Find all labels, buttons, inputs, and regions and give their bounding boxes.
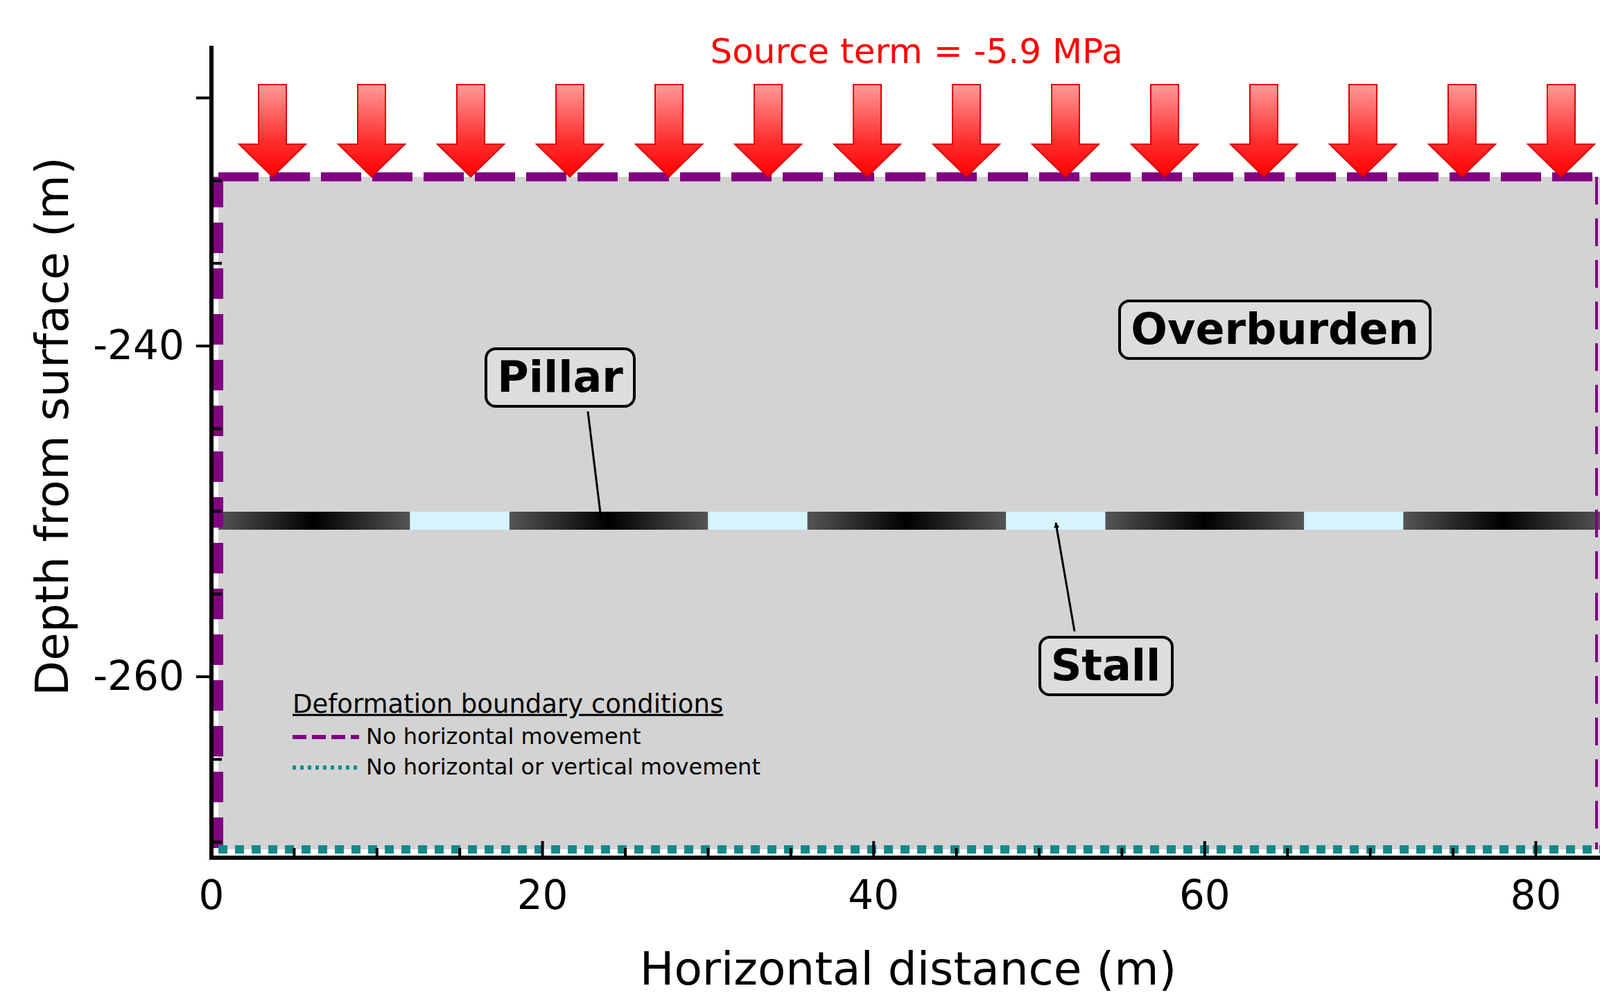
top-boundary xyxy=(218,172,1600,182)
leader-line xyxy=(1055,522,1075,632)
tick-label: -260 xyxy=(92,654,185,699)
pillar-segment xyxy=(807,511,1007,530)
load-arrow xyxy=(933,84,1000,177)
tick-label: 60 xyxy=(1179,873,1231,918)
pillar-segment xyxy=(218,511,411,530)
legend-swatch xyxy=(292,734,360,739)
left-boundary xyxy=(213,176,224,850)
callout-text: Pillar xyxy=(497,353,624,401)
y-axis xyxy=(209,45,214,859)
major-tick xyxy=(1203,840,1207,858)
major-tick xyxy=(872,840,875,858)
load-arrow xyxy=(734,84,802,177)
major-tick xyxy=(196,675,212,678)
load-arrow xyxy=(1329,84,1397,177)
tick-label: 80 xyxy=(1509,873,1562,918)
pillar-segment xyxy=(1105,511,1305,530)
major-tick xyxy=(196,344,212,348)
callout-text: Stall xyxy=(1050,641,1162,690)
pillar-segment xyxy=(1403,511,1600,530)
load-arrow xyxy=(1230,84,1298,177)
load-arrow xyxy=(536,84,604,177)
major-tick xyxy=(196,96,212,100)
load-arrow xyxy=(437,84,504,177)
load-arrow xyxy=(833,84,901,177)
major-tick xyxy=(541,840,545,858)
callout-box: Stall xyxy=(1038,635,1174,697)
legend-text: No horizontal or vertical movement xyxy=(366,754,761,780)
tick-label: 20 xyxy=(517,873,569,918)
major-tick xyxy=(1534,840,1537,858)
legend-swatch xyxy=(292,765,360,770)
callout-box: Pillar xyxy=(484,347,636,408)
load-arrows xyxy=(239,84,1595,177)
load-arrow xyxy=(239,84,306,177)
overburden-region xyxy=(218,176,1600,850)
legend-title: Deformation boundary conditions xyxy=(292,690,724,719)
tick-label: 0 xyxy=(198,873,225,918)
stall-segment xyxy=(1303,511,1404,530)
load-arrow xyxy=(1428,84,1496,177)
bottom-boundary xyxy=(218,845,1600,854)
load-arrow xyxy=(1131,84,1198,177)
pillar-segment xyxy=(509,511,709,530)
stall-segment xyxy=(707,511,807,530)
load-arrow xyxy=(1527,84,1595,177)
coal-seam xyxy=(218,511,1600,530)
axis-ticks xyxy=(196,97,1536,858)
axis-title: Horizontal distance (m) xyxy=(639,944,1177,995)
tick-label: 40 xyxy=(847,873,900,918)
load-arrow xyxy=(1032,84,1099,177)
tick-label: -240 xyxy=(92,323,185,369)
load-arrow xyxy=(338,84,405,177)
stall-segment xyxy=(410,511,510,530)
callout-text: Overburden xyxy=(1130,305,1419,353)
x-axis xyxy=(209,855,1600,860)
axis-title: Depth from surface (m) xyxy=(27,156,79,696)
callout-box: Overburden xyxy=(1118,299,1432,360)
leader-line xyxy=(587,411,602,520)
legend-text: No horizontal movement xyxy=(366,724,642,749)
right-boundary xyxy=(1595,176,1598,850)
source-term-label: Source term = -5.9 MPa xyxy=(709,32,1123,71)
load-arrow xyxy=(635,84,703,177)
